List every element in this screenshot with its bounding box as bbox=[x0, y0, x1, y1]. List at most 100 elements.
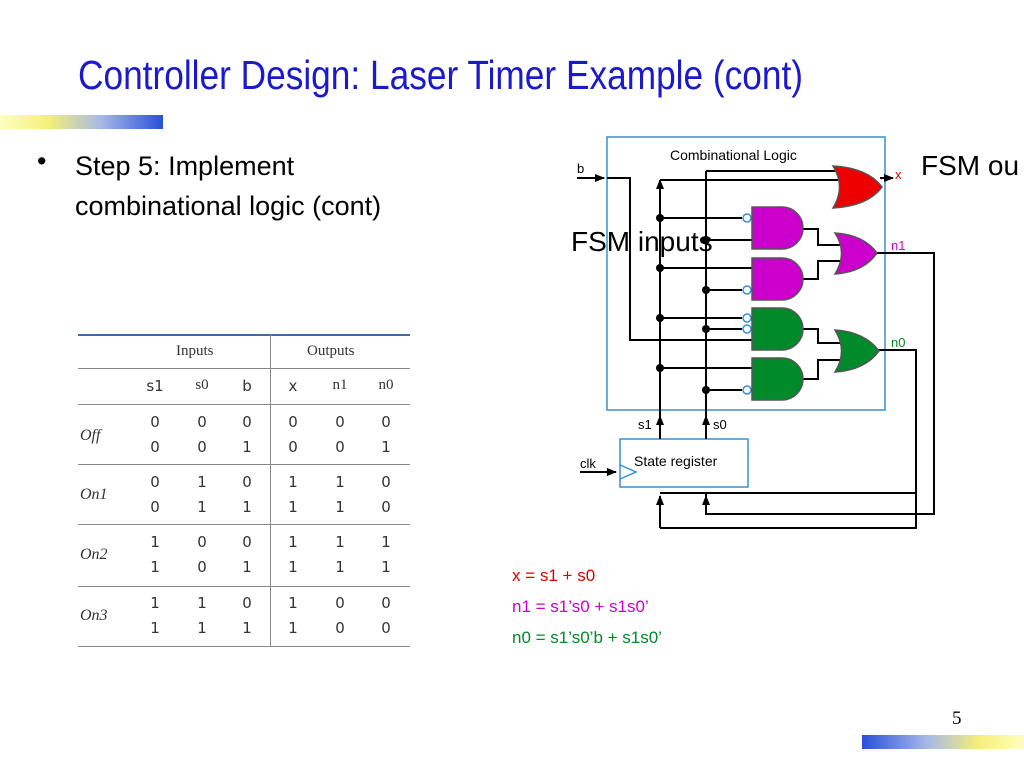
table-cell: 1 bbox=[242, 558, 252, 576]
table-cell: 1 bbox=[288, 533, 298, 551]
table-cell: 1 bbox=[150, 558, 160, 576]
or-gate-n0-icon bbox=[833, 329, 880, 373]
table-cell: 0 bbox=[381, 594, 391, 612]
junction-dot bbox=[702, 325, 710, 333]
slide-title: Controller Design: Laser Timer Example (… bbox=[78, 52, 804, 98]
table-cell: 0 bbox=[381, 473, 391, 491]
table-cell: 1 bbox=[381, 533, 391, 551]
bullet-text: Step 5: Implement combinational logic (c… bbox=[75, 146, 381, 226]
table-cell: 0 bbox=[150, 498, 160, 516]
or-gate-n1-icon bbox=[833, 232, 878, 275]
table-rule bbox=[78, 368, 410, 369]
table-cell: 0 bbox=[197, 558, 207, 576]
table-cell: 1 bbox=[288, 558, 298, 576]
table-cell: 0 bbox=[335, 413, 345, 431]
table-cell: 0 bbox=[197, 413, 207, 431]
table-cell: 0 bbox=[150, 473, 160, 491]
table-cell: 0 bbox=[381, 413, 391, 431]
bullet-dot: • bbox=[37, 146, 47, 176]
junction-dot bbox=[656, 314, 664, 322]
clock-triangle-icon bbox=[619, 464, 638, 480]
inversion-bubble-icon bbox=[742, 313, 752, 323]
table-cell: 0 bbox=[242, 594, 252, 612]
table-rule bbox=[78, 586, 410, 587]
table-rule bbox=[78, 646, 410, 647]
column-header: s0 bbox=[195, 377, 209, 393]
table-header-inputs: Inputs bbox=[176, 343, 214, 359]
table-cell: 1 bbox=[288, 473, 298, 491]
fsm-outputs-label: FSM ou bbox=[921, 150, 1019, 181]
truth-table: Inputs Outputs s1 s0 b x n1 n0 Off 0 0 0… bbox=[78, 334, 410, 648]
junction-dot bbox=[702, 386, 710, 394]
state-register-box bbox=[619, 438, 749, 488]
table-cell: 1 bbox=[197, 498, 207, 516]
inversion-bubble-icon bbox=[742, 285, 752, 295]
table-cell: 1 bbox=[288, 498, 298, 516]
junction-dot bbox=[702, 236, 710, 244]
table-cell: 0 bbox=[335, 438, 345, 456]
inversion-bubbles bbox=[742, 213, 752, 395]
junction-dot bbox=[656, 214, 664, 222]
inversion-bubble-icon bbox=[742, 385, 752, 395]
table-cell: 1 bbox=[335, 473, 345, 491]
table-cell: 1 bbox=[150, 594, 160, 612]
or-gate-x-icon bbox=[831, 165, 883, 209]
and-gate-n0-b-icon bbox=[751, 357, 804, 401]
table-cell: 0 bbox=[242, 413, 252, 431]
state-name: On3 bbox=[80, 607, 108, 624]
output-x-label: x bbox=[895, 167, 902, 182]
table-cell: 0 bbox=[335, 594, 345, 612]
column-header: n0 bbox=[378, 377, 394, 393]
table-cell: 1 bbox=[288, 594, 298, 612]
table-cell: 1 bbox=[242, 438, 252, 456]
junction-dot bbox=[656, 264, 664, 272]
state-name: Off bbox=[80, 427, 101, 444]
table-cell: 0 bbox=[381, 498, 391, 516]
fsm-inputs-label: FSM inputs bbox=[571, 226, 713, 257]
inversion-bubble-icon bbox=[742, 324, 752, 334]
table-rule bbox=[78, 524, 410, 525]
table-cell: 0 bbox=[381, 619, 391, 637]
table-cell: 0 bbox=[335, 619, 345, 637]
column-header: n1 bbox=[332, 377, 348, 393]
table-cell: 1 bbox=[197, 594, 207, 612]
table-cell: 0 bbox=[150, 438, 160, 456]
bullet-line-2: combinational logic (cont) bbox=[75, 191, 382, 221]
table-cell: 1 bbox=[335, 498, 345, 516]
table-cell: 0 bbox=[288, 438, 298, 456]
table-cell: 1 bbox=[150, 619, 160, 637]
state-name: On2 bbox=[80, 546, 108, 563]
page-number: 5 bbox=[952, 708, 962, 729]
table-cell: 1 bbox=[335, 533, 345, 551]
table-cell: 0 bbox=[150, 413, 160, 431]
table-rule bbox=[78, 404, 410, 405]
table-cell: 1 bbox=[197, 619, 207, 637]
table-cell: 0 bbox=[288, 413, 298, 431]
table-cell: 1 bbox=[242, 498, 252, 516]
combinational-logic-box bbox=[606, 136, 886, 411]
column-header: x bbox=[288, 377, 298, 395]
table-cell: 1 bbox=[197, 473, 207, 491]
junction-dot bbox=[656, 364, 664, 372]
table-cell: 1 bbox=[335, 558, 345, 576]
table-header-outputs: Outputs bbox=[307, 343, 355, 359]
state-name: On1 bbox=[80, 486, 108, 503]
and-gate-n1-b-icon bbox=[751, 257, 804, 301]
table-cell: 0 bbox=[197, 438, 207, 456]
table-cell: 0 bbox=[242, 473, 252, 491]
junction-dot bbox=[702, 286, 710, 294]
column-header: b bbox=[242, 377, 252, 395]
equation-n0: n0 = s1’s0’b + s1s0’ bbox=[512, 628, 662, 647]
output-n1-label: n1 bbox=[891, 238, 905, 253]
table-cell: 1 bbox=[288, 619, 298, 637]
table-divider bbox=[270, 334, 271, 647]
equation-x: x = s1 + s0 bbox=[512, 566, 596, 585]
combinational-logic-label: Combinational Logic bbox=[670, 147, 797, 163]
footer-bar bbox=[862, 735, 1024, 749]
and-gate-n1-a-icon bbox=[751, 206, 804, 250]
table-cell: 0 bbox=[197, 533, 207, 551]
table-cell: 0 bbox=[242, 533, 252, 551]
s0-label: s0 bbox=[713, 417, 727, 432]
state-register-label: State register bbox=[634, 453, 718, 469]
